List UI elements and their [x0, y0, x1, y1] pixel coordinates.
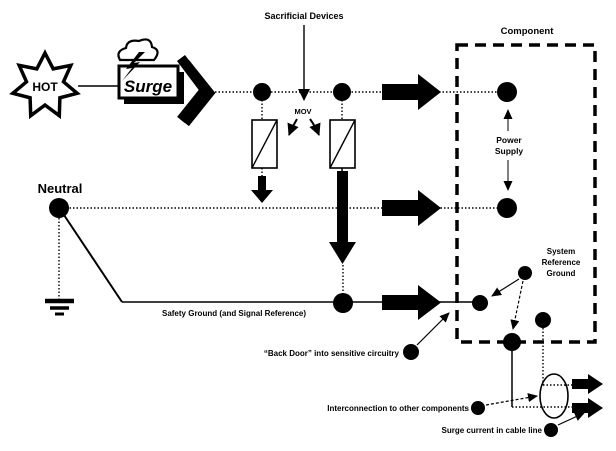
power-supply-neutral-node: [497, 198, 517, 218]
power-supply-label-line2: Supply: [495, 146, 524, 156]
safety-ground-node: [333, 293, 353, 313]
safety-ground-label: Safety Ground (and Signal Reference): [162, 309, 306, 318]
neutral-node: [49, 198, 69, 218]
interconnection-label: Interconnection to other components: [327, 404, 469, 413]
mov2-discharge-arrow: [329, 168, 356, 264]
surge-current-label: Surge current in cable line: [442, 426, 543, 435]
surge-current-dot: [544, 423, 558, 437]
back-door-label: “Back Door” into sensitive circuitry: [264, 349, 400, 358]
interconnection-dot: [471, 401, 485, 415]
component-box: [455, 43, 597, 344]
surge-label: Surge: [124, 77, 172, 96]
mov1-discharge-arrow: [251, 176, 273, 203]
mov1-diagonal: [251, 119, 278, 169]
srg-dot: [518, 266, 532, 280]
hot-node-2: [333, 83, 351, 101]
back-door-dot: [403, 344, 419, 360]
srg-pointer-arrow-left: [491, 278, 520, 297]
srg-pointer-arrow-down: [510, 280, 524, 330]
srg-label-line3: Ground: [547, 269, 576, 278]
lightning-bolt-icon: [122, 52, 145, 81]
ground-flow-arrow: [382, 285, 441, 320]
component-edge-node: [503, 333, 521, 351]
cable-ellipse: [539, 373, 569, 419]
neutral-ground-bond-wire: [63, 214, 123, 303]
surge-current-pointer-arrow: [557, 412, 585, 426]
power-supply-hot-node: [497, 82, 517, 102]
surge-arrow: Surge: [117, 55, 216, 127]
neutral-label: Neutral: [38, 181, 83, 196]
mov-curved-arrow-right: [309, 118, 321, 136]
component-inner-node: [535, 312, 551, 328]
hot-flow-arrow: [382, 74, 441, 110]
earth-ground-symbol: [45, 298, 74, 316]
hot-label: HOT: [32, 80, 58, 94]
srg-label-line1: System: [547, 247, 575, 256]
mov2-diagonal: [329, 119, 356, 169]
storm-cloud-icon: [117, 38, 159, 62]
hot-starburst: [9, 49, 81, 120]
interconnection-pointer-arrow: [485, 393, 538, 406]
mov-label: MOV: [294, 107, 311, 116]
power-supply-label-line1: Power: [496, 135, 522, 145]
ground-entry-node: [472, 295, 488, 311]
neutral-flow-arrow: [382, 190, 441, 226]
back-door-pointer-arrow: [416, 312, 450, 346]
mov-curved-arrow-left: [287, 118, 299, 136]
cable-exit-arrow-lower: [572, 398, 603, 418]
srg-label-line2: Reference: [542, 258, 581, 267]
sacrificial-devices-label: Sacrificial Devices: [264, 11, 343, 21]
hot-node-1: [253, 83, 271, 101]
cable-exit-arrow-upper: [572, 374, 603, 394]
component-label: Component: [501, 26, 555, 37]
